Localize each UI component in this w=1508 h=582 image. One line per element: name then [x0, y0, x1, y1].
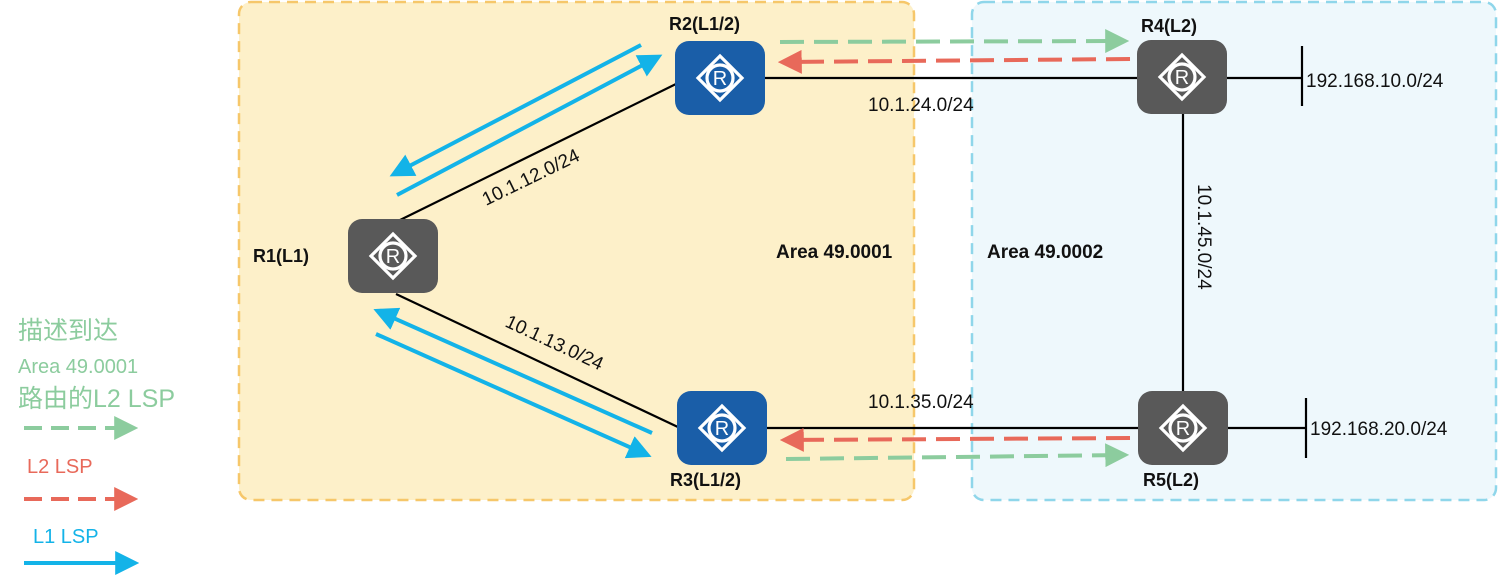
stub-subnet-r5: 192.168.20.0/24 — [1310, 419, 1448, 440]
router-r2 — [675, 41, 765, 115]
legend-l2-area-lsp-line2: Area 49.0001 — [18, 356, 138, 378]
router-label-r3: R3(L1/2) — [670, 470, 741, 490]
router-r4 — [1137, 40, 1227, 114]
subnet-label-r3-r5: 10.1.35.0/24 — [868, 392, 974, 413]
l1-lsp-arrow-r1-to-r3 — [375, 332, 652, 459]
l2-lsp-arrow-r4-to-r2 — [777, 49, 1131, 74]
router-label-r2: R2(L1/2) — [669, 14, 740, 34]
router-label-r1: R1(L1) — [253, 246, 309, 266]
l2-area-lsp-arrow-r2-to-r4 — [779, 29, 1130, 54]
router-r3 — [677, 391, 767, 465]
subnet-label-r4-r5: 10.1.45.0/24 — [1193, 184, 1214, 290]
l1-lsp-arrow-r2-to-r1 — [389, 43, 642, 177]
router-label-r4: R4(L2) — [1141, 16, 1197, 36]
legend-l2-lsp-label: L2 LSP — [27, 456, 93, 478]
router-label-r5: R5(L2) — [1143, 470, 1199, 490]
router-r1 — [348, 219, 438, 293]
subnet-label-r2-r4: 10.1.24.0/24 — [868, 95, 974, 116]
l1-lsp-arrow-r3-to-r1 — [373, 307, 653, 435]
legend-l2-area-lsp-line1: 描述到达 — [18, 317, 118, 345]
area-49-0001-label: Area 49.0001 — [776, 242, 893, 263]
area-49-0002-label: Area 49.0002 — [987, 242, 1103, 263]
link-r1-r3 — [395, 293, 681, 429]
router-r5 — [1138, 391, 1228, 465]
link-r1-r2 — [395, 81, 681, 223]
l1-lsp-arrow-r1-to-r2 — [396, 54, 663, 197]
legend-l2-area-lsp-line3: 路由的L2 LSP — [18, 385, 175, 413]
area-49-0002-box — [970, 0, 1498, 502]
l2-area-lsp-arrow-r3-to-r5 — [785, 443, 1130, 468]
stub-subnet-r4: 192.168.10.0/24 — [1306, 71, 1444, 92]
area-49-0001-box — [237, 0, 916, 502]
legend-l1-lsp-label: L1 LSP — [33, 526, 99, 548]
legend: 描述到达 Area 49.0001 路由的L2 LSP L2 LSP L1 LS… — [18, 317, 175, 575]
l2-lsp-arrow-r5-to-r3 — [779, 427, 1131, 452]
